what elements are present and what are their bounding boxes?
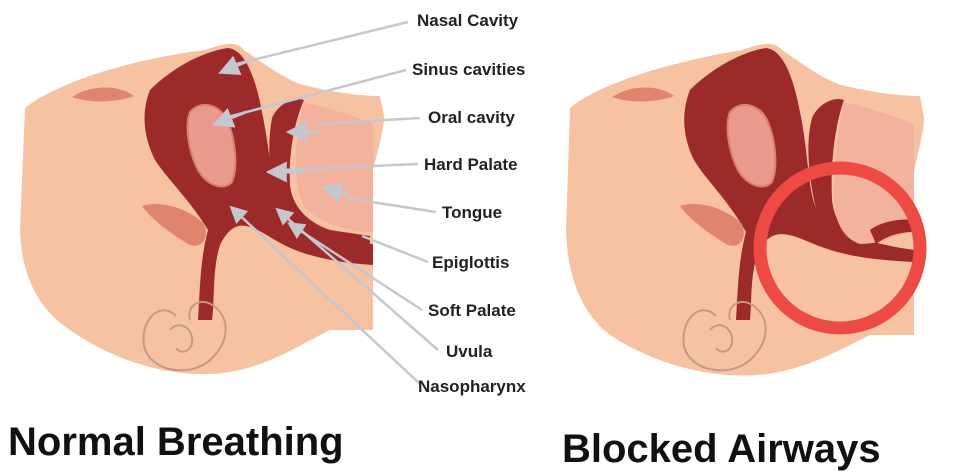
- label-hard-palate: Hard Palate: [424, 155, 518, 174]
- normal-head: [20, 44, 384, 374]
- leader-nasal-cavity: [236, 22, 408, 64]
- label-oral-cavity: Oral cavity: [428, 108, 515, 127]
- caption-normal-breathing: Normal Breathing: [8, 420, 344, 464]
- caption-blocked-airways: Blocked Airways: [562, 427, 881, 471]
- label-nasopharynx: Nasopharynx: [418, 377, 526, 396]
- label-nasal-cavity: Nasal Cavity: [417, 11, 519, 30]
- label-soft-palate: Soft Palate: [428, 301, 516, 320]
- anatomy-labels: Nasal Cavity Sinus cavities Oral cavity …: [412, 11, 526, 396]
- label-uvula: Uvula: [446, 342, 493, 361]
- label-tongue: Tongue: [442, 203, 502, 222]
- label-epiglottis: Epiglottis: [432, 253, 509, 272]
- label-sinus-cavities: Sinus cavities: [412, 60, 525, 79]
- blocked-head: [566, 44, 924, 376]
